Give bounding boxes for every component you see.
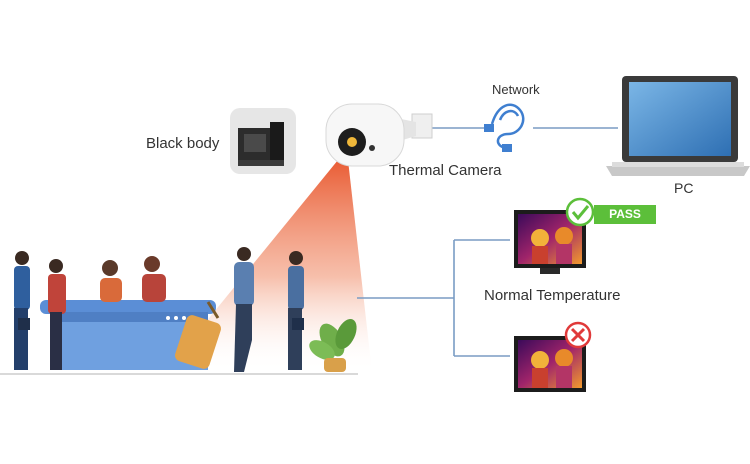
person-walking-right [288, 251, 304, 370]
suitcase-icon [175, 301, 221, 369]
black-body-icon [230, 108, 296, 174]
plant-icon [309, 319, 357, 372]
pass-badge: PASS [594, 205, 656, 224]
network-label: Network [492, 82, 540, 97]
person-staff-2 [142, 256, 166, 302]
network-cable-icon [484, 103, 525, 152]
thermal-beam [165, 160, 372, 372]
cross-icon [564, 321, 592, 349]
normal-temperature-label: Normal Temperature [484, 287, 621, 304]
monitor-fail [514, 336, 586, 392]
person-visitor-left [14, 251, 30, 370]
person-staff-1 [100, 260, 122, 302]
person-walking-suitcase [234, 247, 254, 372]
laptop-icon [606, 76, 750, 176]
pc-label: PC [674, 180, 694, 196]
monitor-pass [514, 210, 586, 274]
check-icon [565, 197, 595, 227]
thermal-camera-icon [325, 103, 433, 167]
black-body-label: Black body [146, 135, 220, 152]
connector-lines [357, 127, 618, 357]
thermal-camera-label: Thermal Camera [389, 162, 502, 179]
person-visitor-red [48, 259, 66, 370]
